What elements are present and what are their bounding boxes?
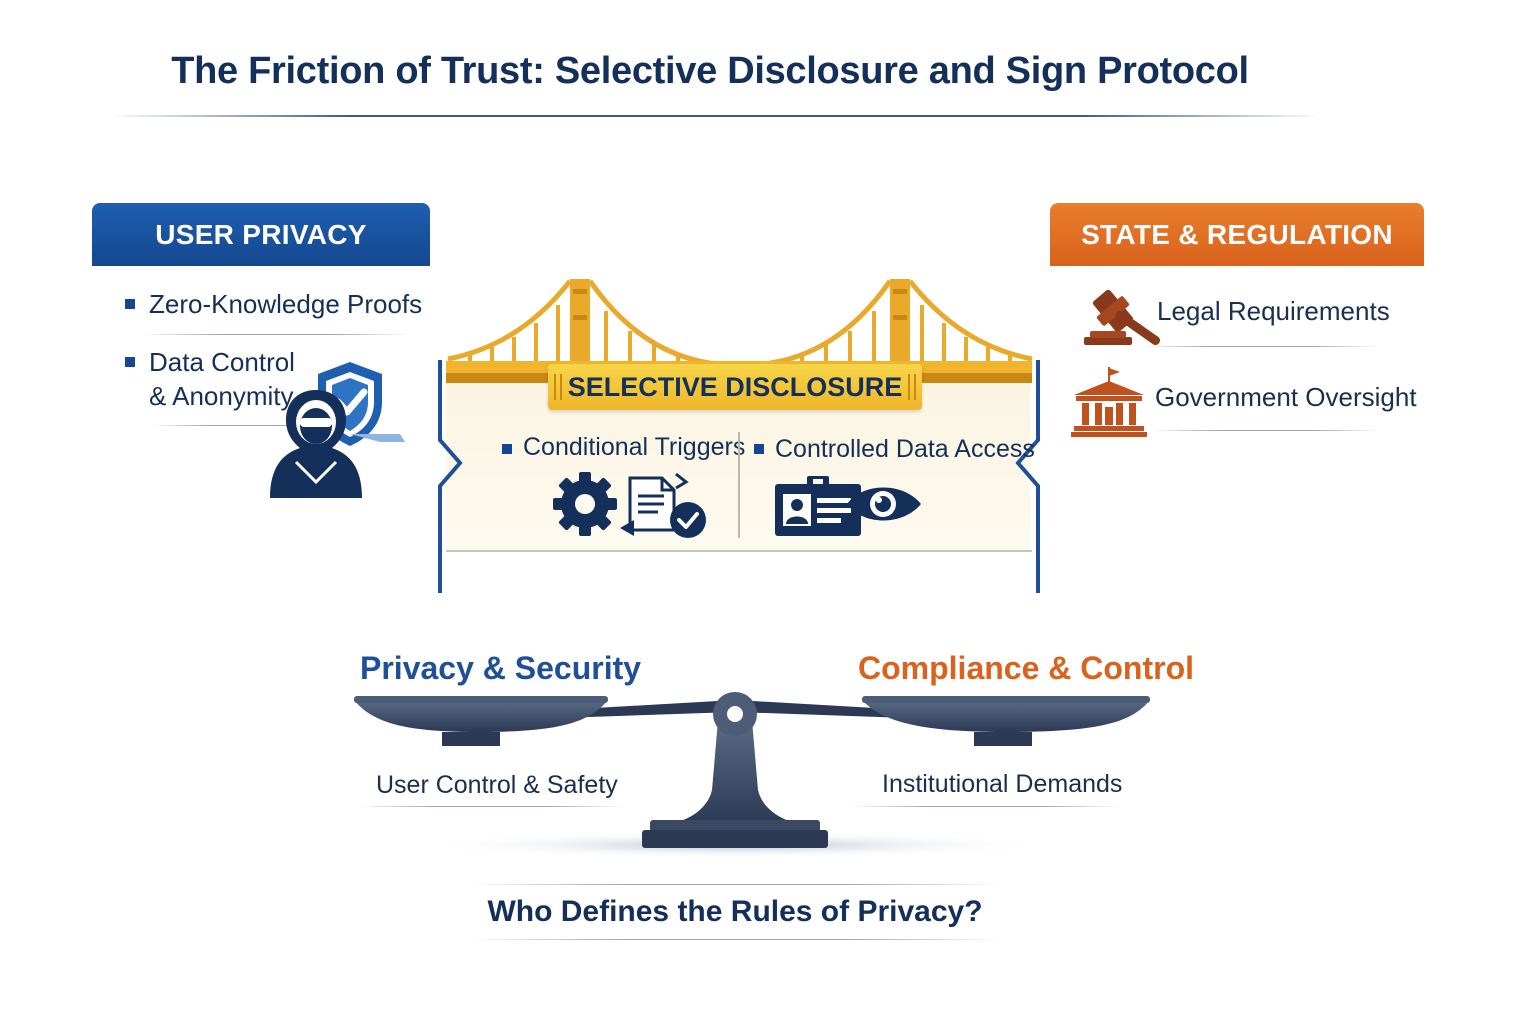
state-regulation-header: STATE & REGULATION [1050,203,1424,266]
title-divider [110,115,1320,117]
controlled-data-access-icons [775,476,921,536]
user-privacy-header: USER PRIVACY [92,203,430,266]
hooded-user-icon [270,390,362,498]
gear-icon [553,472,617,536]
selective-disclosure-banner: SELECTIVE DISCLOSURE [548,364,922,410]
balance-scale-icon [354,692,1150,859]
user-control-safety-label: User Control & Safety [376,771,618,799]
divider [140,334,410,335]
conditional-triggers-item: Conditional Triggers [523,433,746,461]
compliance-control-label: Compliance & Control [858,650,1195,686]
document-check-icon [620,472,706,538]
banner-tick [554,374,562,400]
id-card-icon [775,476,861,536]
gavel-icon [1084,289,1161,346]
bullet [502,444,512,454]
bridge-divider [738,432,740,538]
page-title: The Friction of Trust: Selective Disclos… [171,50,1249,92]
divider [470,939,1000,940]
privacy-security-label: Privacy & Security [360,650,642,686]
bullet [125,299,135,309]
divider [1150,430,1380,431]
divider [470,884,1000,885]
eye-icon [847,487,921,521]
divider [355,806,625,807]
government-building-icon [1071,367,1147,437]
banner-tick [908,374,916,400]
bullet [754,444,764,454]
divider [1140,346,1380,347]
closing-question: Who Defines the Rules of Privacy? [487,895,983,928]
anonymity-item: & Anonymity [149,381,294,411]
data-control-item: Data Control [149,347,295,377]
zk-proofs-item: Zero-Knowledge Proofs [149,289,423,319]
legal-requirements-item: Legal Requirements [1157,296,1390,326]
divider [850,806,1120,807]
controlled-data-access-item: Controlled Data Access [775,435,1035,463]
divider [150,425,350,426]
bullet [125,357,135,367]
government-oversight-item: Government Oversight [1155,382,1417,412]
conditional-triggers-icons [553,472,706,538]
user-privacy-icons [270,362,405,498]
institutional-demands-label: Institutional Demands [882,770,1123,798]
